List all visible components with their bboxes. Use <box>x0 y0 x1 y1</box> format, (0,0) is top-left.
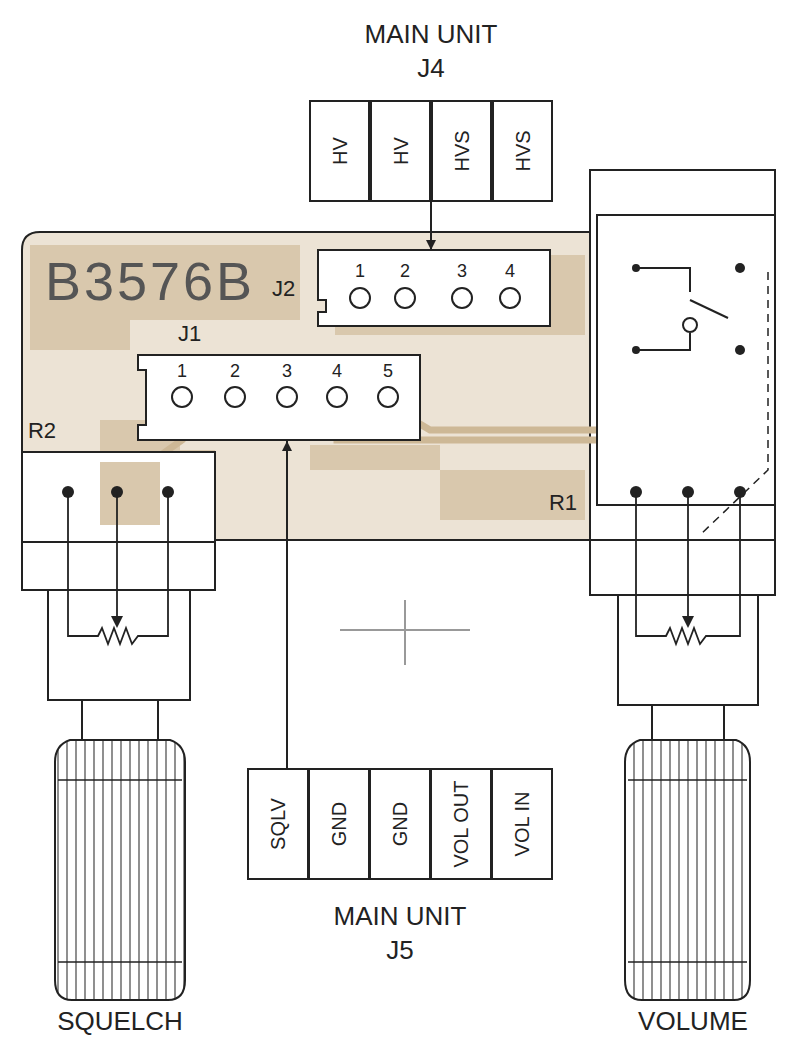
pin-number: 4 <box>332 362 342 380</box>
pin-number: 1 <box>177 362 187 380</box>
pin-cell: HVS <box>431 100 492 202</box>
connector-heading: MAIN UNIT J5 <box>325 900 475 968</box>
connector-ref: J1 <box>178 323 201 345</box>
pin-cell: GND <box>369 768 431 880</box>
pointer-arrow <box>430 202 432 250</box>
pin-number: 3 <box>457 262 467 280</box>
connector-heading-row: MAIN UNIT J5 <box>247 900 553 968</box>
signal-name: VOL OUT <box>451 780 471 867</box>
signal-name: HVS <box>452 130 472 171</box>
pointer-arrow <box>286 441 288 768</box>
part-ref: R2 <box>28 420 56 442</box>
connector-table: MAIN UNIT J4 HV HV HVS HVS <box>309 18 553 202</box>
pin-number: 4 <box>505 262 515 280</box>
connector-heading: MAIN UNIT J4 <box>356 18 506 86</box>
part-ref: R1 <box>549 492 577 514</box>
connector-heading-row: MAIN UNIT J4 <box>309 18 553 86</box>
pin-number: 2 <box>230 362 240 380</box>
pin-number: 2 <box>400 262 410 280</box>
signal-name: VOL IN <box>512 792 532 857</box>
board-number: B3576B <box>45 254 255 308</box>
connector-ref: J2 <box>272 278 295 300</box>
board-connector: J1 <box>138 323 422 441</box>
signal-name: GND <box>329 802 349 846</box>
pin-cell: VOL IN <box>491 768 553 880</box>
signal-name: GND <box>390 802 410 846</box>
signal-name: HV <box>391 137 411 165</box>
pin-cell: GND <box>308 768 370 880</box>
knob-name: SQUELCH <box>57 1008 183 1034</box>
pin-cell: HV <box>370 100 431 202</box>
pin-cell: SQLV <box>247 768 309 880</box>
signal-name: HV <box>330 137 350 165</box>
pin-cell: HVS <box>492 100 553 202</box>
pin-cell: VOL OUT <box>430 768 492 880</box>
connector-table: MAIN UNIT J5 SQLV GND GND VOL OUT VOL IN <box>247 768 553 978</box>
pin-cell: HV <box>309 100 370 202</box>
pin-number: 5 <box>383 362 393 380</box>
pin-number: 1 <box>355 262 365 280</box>
knob-name: VOLUME <box>638 1008 748 1034</box>
signal-name: HVS <box>513 130 533 171</box>
pin-number: 3 <box>282 362 292 380</box>
signal-name: SQLV <box>268 798 288 850</box>
